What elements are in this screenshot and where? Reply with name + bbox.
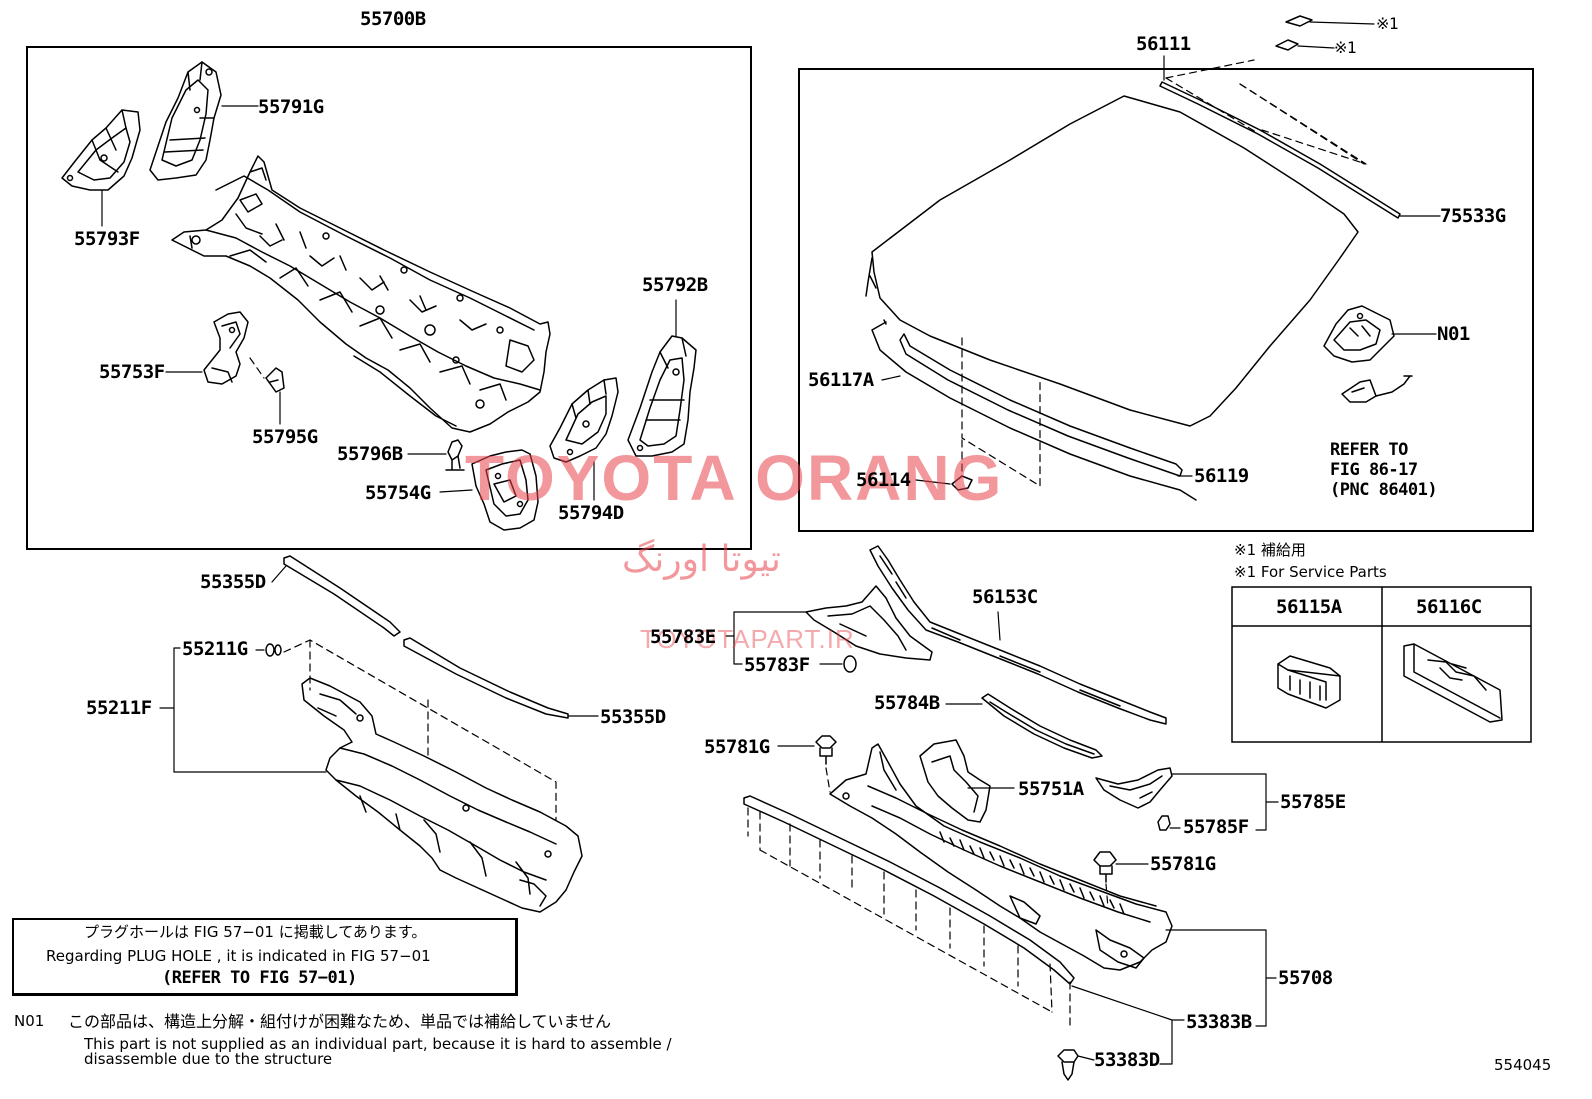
part-label-55211G: 55211G xyxy=(182,638,248,660)
part-56116C xyxy=(1403,643,1503,723)
part-label-56153C: 56153C xyxy=(972,586,1038,608)
plug-note-jp: プラグホールは FIG 57−01 に掲載してあります。 xyxy=(84,923,427,941)
part-55785F xyxy=(1157,815,1171,831)
part-label-53383D: 53383D xyxy=(1094,1049,1160,1071)
part-53383D xyxy=(1057,1049,1079,1081)
part-label-55754G: 55754G xyxy=(365,482,431,504)
part-55796B xyxy=(445,439,465,471)
refer-line-1: REFER TO xyxy=(1330,440,1408,460)
service-note-jp: ※1 補給用 xyxy=(1234,541,1306,559)
part-label-55753F: 55753F xyxy=(99,361,165,383)
figure-number: 554045 xyxy=(1494,1056,1552,1074)
part-service-pad-2 xyxy=(1275,39,1299,51)
part-label-55783E: 55783E xyxy=(650,626,716,648)
part-55784B xyxy=(981,693,1103,759)
part-rain-sensor xyxy=(1341,375,1413,403)
part-label-56117A: 56117A xyxy=(808,369,874,391)
part-55781G-upper xyxy=(815,735,837,765)
service-mark-1: ※1 xyxy=(1376,14,1399,33)
part-label-56115A: 56115A xyxy=(1276,596,1342,618)
service-note-en: ※1 For Service Parts xyxy=(1234,563,1387,581)
group-frame-windshield xyxy=(798,68,1534,532)
part-55792B xyxy=(627,335,697,457)
part-55793F xyxy=(61,109,141,191)
part-label-55791G: 55791G xyxy=(258,96,324,118)
part-56114 xyxy=(951,475,973,491)
part-label-56116C: 56116C xyxy=(1416,596,1482,618)
part-label-55792B: 55792B xyxy=(642,274,708,296)
part-55794D xyxy=(549,377,619,463)
part-N01 xyxy=(1323,305,1395,363)
part-55783F xyxy=(843,655,857,673)
part-label-55785E: 55785E xyxy=(1280,791,1346,813)
part-label-55211F: 55211F xyxy=(86,697,152,719)
part-label-56111: 56111 xyxy=(1136,33,1191,55)
part-label-55700B: 55700B xyxy=(360,8,426,30)
part-55791G xyxy=(149,61,222,181)
part-label-55355D-upper: 55355D xyxy=(200,571,266,593)
part-label-55793F: 55793F xyxy=(74,228,140,250)
plug-note-refer: (REFER TO FIG 57−01) xyxy=(162,968,357,988)
service-mark-2: ※1 xyxy=(1334,38,1357,57)
part-windshield xyxy=(865,95,1359,427)
group-frame-55700B xyxy=(26,46,752,550)
part-label-75533G: 75533G xyxy=(1440,205,1506,227)
part-55785E xyxy=(1095,767,1173,809)
part-cowl-panel-upper xyxy=(171,155,551,433)
part-56115A xyxy=(1277,655,1341,709)
part-56153C xyxy=(869,545,1167,725)
part-label-53383B: 53383B xyxy=(1186,1011,1252,1033)
n01-note-jp: この部品は、構造上分解・組付けが困難なため、単品では補給していません xyxy=(68,1012,612,1031)
part-56119 xyxy=(899,333,1183,477)
part-55795G xyxy=(265,367,285,393)
part-label-55796B: 55796B xyxy=(337,443,403,465)
part-label-55355D-lower: 55355D xyxy=(600,706,666,728)
part-55781G-lower xyxy=(1093,851,1117,883)
part-55355D xyxy=(283,555,569,719)
n01-note-code: N01 xyxy=(14,1012,45,1030)
part-55211F xyxy=(301,677,583,913)
n01-note-en-1: This part is not supplied as an individu… xyxy=(84,1035,672,1053)
part-55751A xyxy=(919,739,991,823)
part-label-55781G-upper: 55781G xyxy=(704,736,770,758)
part-label-55751A: 55751A xyxy=(1018,778,1084,800)
part-label-55783F: 55783F xyxy=(744,654,810,676)
part-label-55784B: 55784B xyxy=(874,692,940,714)
part-55211G xyxy=(265,643,282,657)
part-55783E xyxy=(805,585,933,661)
plug-note-en: Regarding PLUG HOLE , it is indicated in… xyxy=(46,947,431,965)
part-label-55708: 55708 xyxy=(1278,967,1333,989)
part-label-56119: 56119 xyxy=(1194,465,1249,487)
n01-note-en-2: disassemble due to the structure xyxy=(84,1050,333,1068)
part-label-N01: N01 xyxy=(1437,323,1470,345)
part-label-55795G: 55795G xyxy=(252,426,318,448)
part-service-pad-1 xyxy=(1285,15,1313,27)
part-label-55785F: 55785F xyxy=(1183,816,1249,838)
refer-line-3: (PNC 86401) xyxy=(1330,480,1438,500)
part-55708 xyxy=(829,743,1173,971)
service-parts-table xyxy=(1231,586,1532,743)
part-label-56114: 56114 xyxy=(856,469,911,491)
part-55754G xyxy=(471,449,539,531)
part-56117A xyxy=(871,319,1197,501)
plug-hole-note-box xyxy=(12,918,518,996)
refer-line-2: FIG 86-17 xyxy=(1330,460,1418,480)
part-label-55794D: 55794D xyxy=(558,502,624,524)
part-75533G xyxy=(1159,81,1401,219)
part-label-55781G-lower: 55781G xyxy=(1150,853,1216,875)
part-53383B xyxy=(743,795,1075,985)
part-55753F xyxy=(203,311,249,385)
